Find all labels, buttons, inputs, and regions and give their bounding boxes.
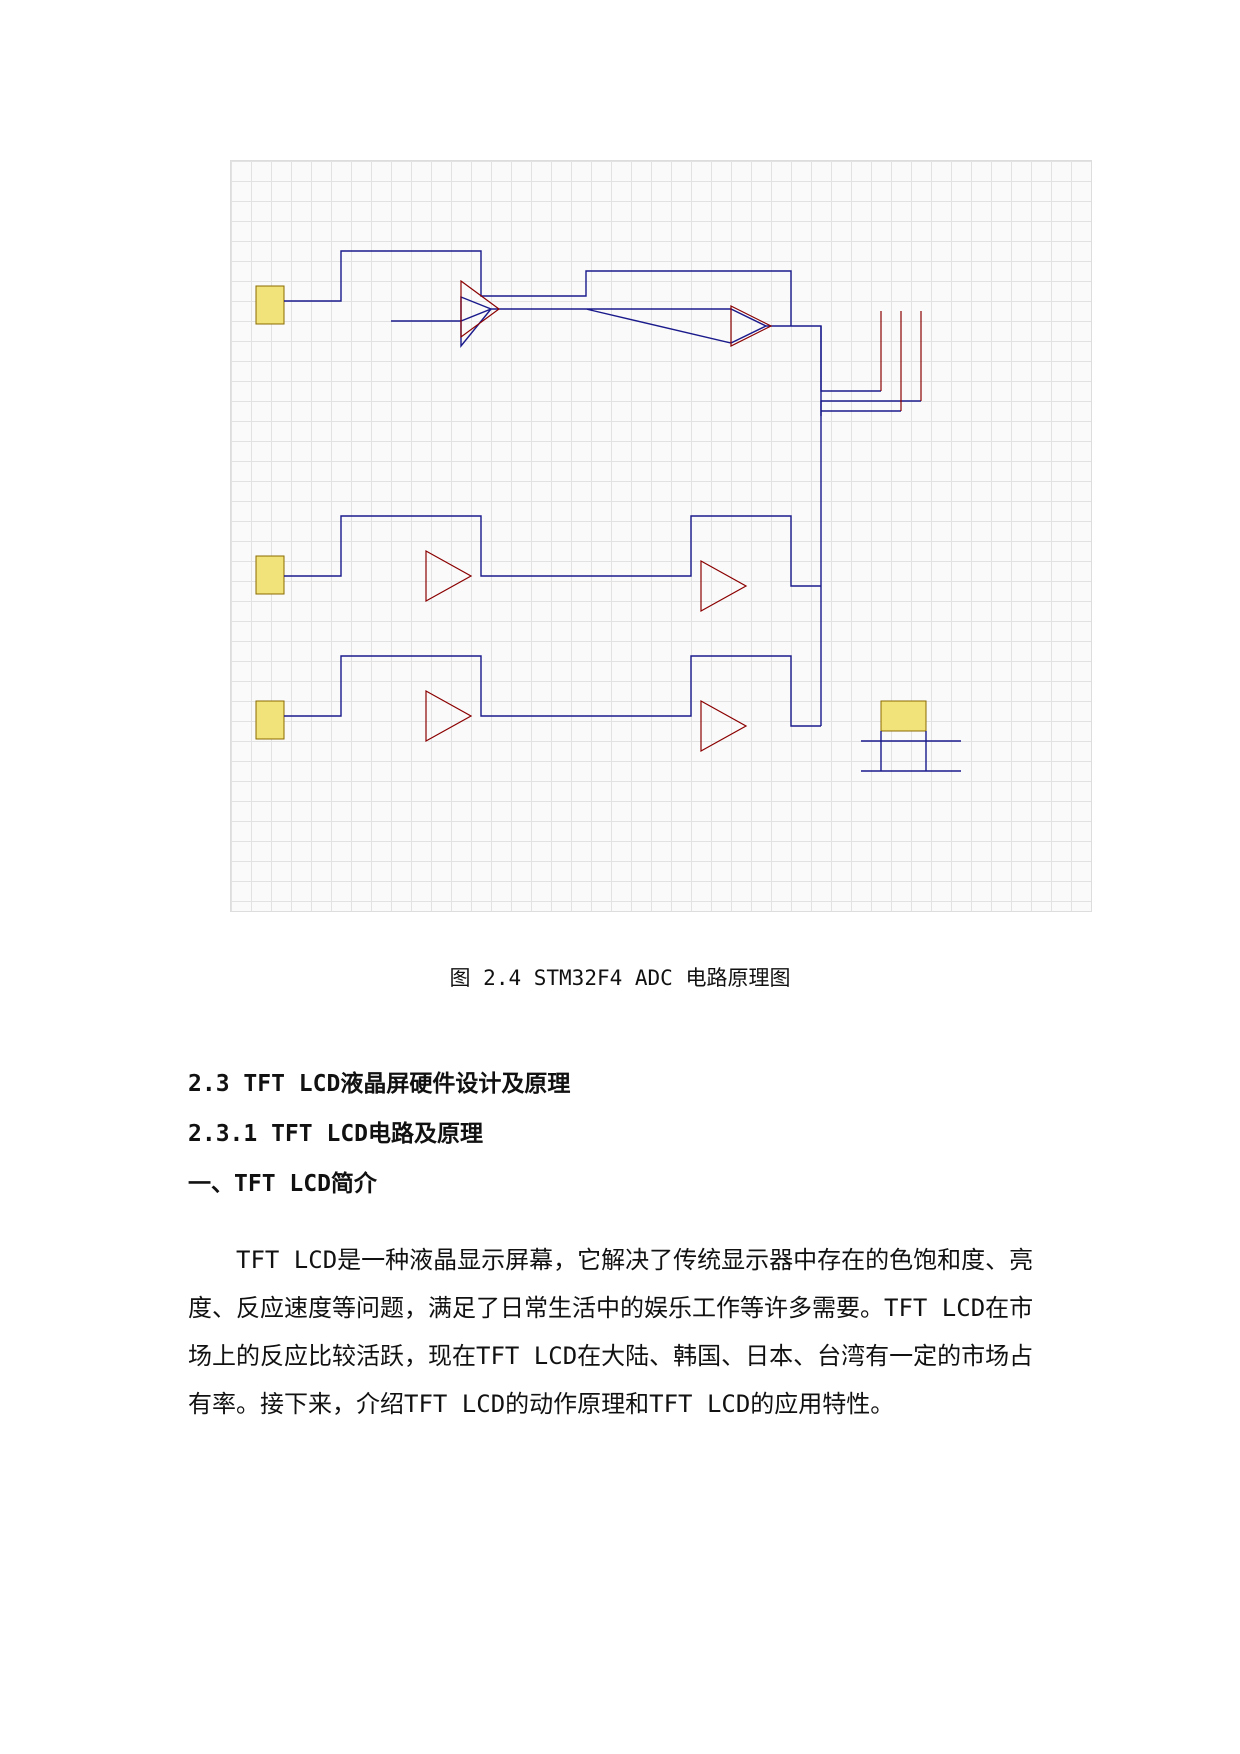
section-heading: 2.3 TFT LCD液晶屏硬件设计及原理 — [188, 1071, 571, 1097]
schematic-drawing — [255, 250, 961, 772]
test-points — [880, 311, 922, 411]
figure-caption: 图 2.4 STM32F4 ADC 电路原理图 — [449, 966, 791, 990]
power-wiring — [861, 731, 961, 772]
circuit-schematic-figure — [230, 160, 1092, 912]
schematic-grid — [231, 161, 1091, 911]
subsection-heading: 2.3.1 TFT LCD电路及原理 — [188, 1121, 484, 1147]
power-connector — [880, 700, 927, 732]
stage-1 — [255, 250, 822, 416]
body-paragraph: TFT LCD是一种液晶显示屏幕，它解决了传统显示器中存在的色饱和度、亮度、反应… — [188, 1246, 1034, 1418]
output-bus — [820, 326, 921, 726]
stage-2 — [255, 515, 821, 613]
stage-3 — [255, 655, 821, 753]
subsubsection-heading: 一、TFT LCD简介 — [188, 1171, 377, 1197]
